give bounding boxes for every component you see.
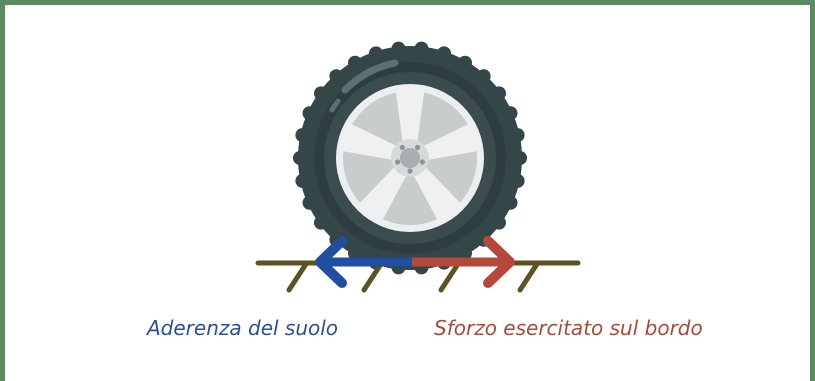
tread-bump (491, 215, 506, 230)
right-arrow-icon (412, 236, 515, 288)
lug-nuts (395, 144, 425, 174)
lug-nut (407, 168, 413, 174)
rim-effort-label: Sforzo esercitato sul bordo (434, 316, 703, 340)
tread-bump (491, 86, 506, 101)
tread-bump (458, 55, 472, 70)
rim-spoke (421, 121, 482, 161)
lug-nut (415, 144, 421, 151)
lug-nut (395, 159, 401, 165)
tread-bump (458, 246, 472, 261)
tread-bump (476, 69, 491, 84)
lug-nut (419, 159, 425, 165)
ground-hatch (286, 261, 309, 293)
tread-bump (314, 215, 329, 230)
tread-bump (369, 46, 384, 61)
left-arrow-icon (315, 236, 412, 288)
tread-bump (293, 151, 307, 165)
tread-bump (314, 86, 329, 101)
rim-center (400, 148, 420, 168)
tread-bump (302, 106, 317, 121)
ground-hatch (438, 261, 461, 293)
ground-hatch (517, 261, 540, 293)
tire-highlight-2 (329, 98, 341, 113)
ground-hatch (361, 261, 384, 293)
tread-bump (510, 128, 525, 143)
ground-adhesion-label: Aderenza del suolo (147, 316, 339, 340)
rim-spoke (338, 121, 399, 161)
rim-spoke (395, 86, 425, 144)
right-arrow-head (483, 236, 515, 288)
tire-highlight (341, 59, 399, 94)
tread-bump (510, 173, 525, 188)
tread-bump (503, 195, 518, 210)
rim-spoke (412, 165, 465, 226)
tread-bump (348, 55, 362, 70)
tread-bump (348, 246, 362, 261)
wheel-icon (293, 41, 527, 275)
tread-bump (329, 69, 344, 84)
tread-bump (302, 195, 317, 210)
tread-bump (436, 46, 451, 61)
left-arrow-head (315, 236, 347, 288)
tread-bump (503, 106, 518, 121)
tread-bump (513, 151, 527, 165)
tread-bump (391, 41, 406, 56)
rim-spoke (355, 165, 408, 226)
tread-bump (295, 128, 310, 143)
lug-nut (399, 144, 405, 151)
tread-bump (414, 41, 429, 56)
tread-bump (295, 173, 310, 188)
rim-spokes (338, 86, 482, 226)
